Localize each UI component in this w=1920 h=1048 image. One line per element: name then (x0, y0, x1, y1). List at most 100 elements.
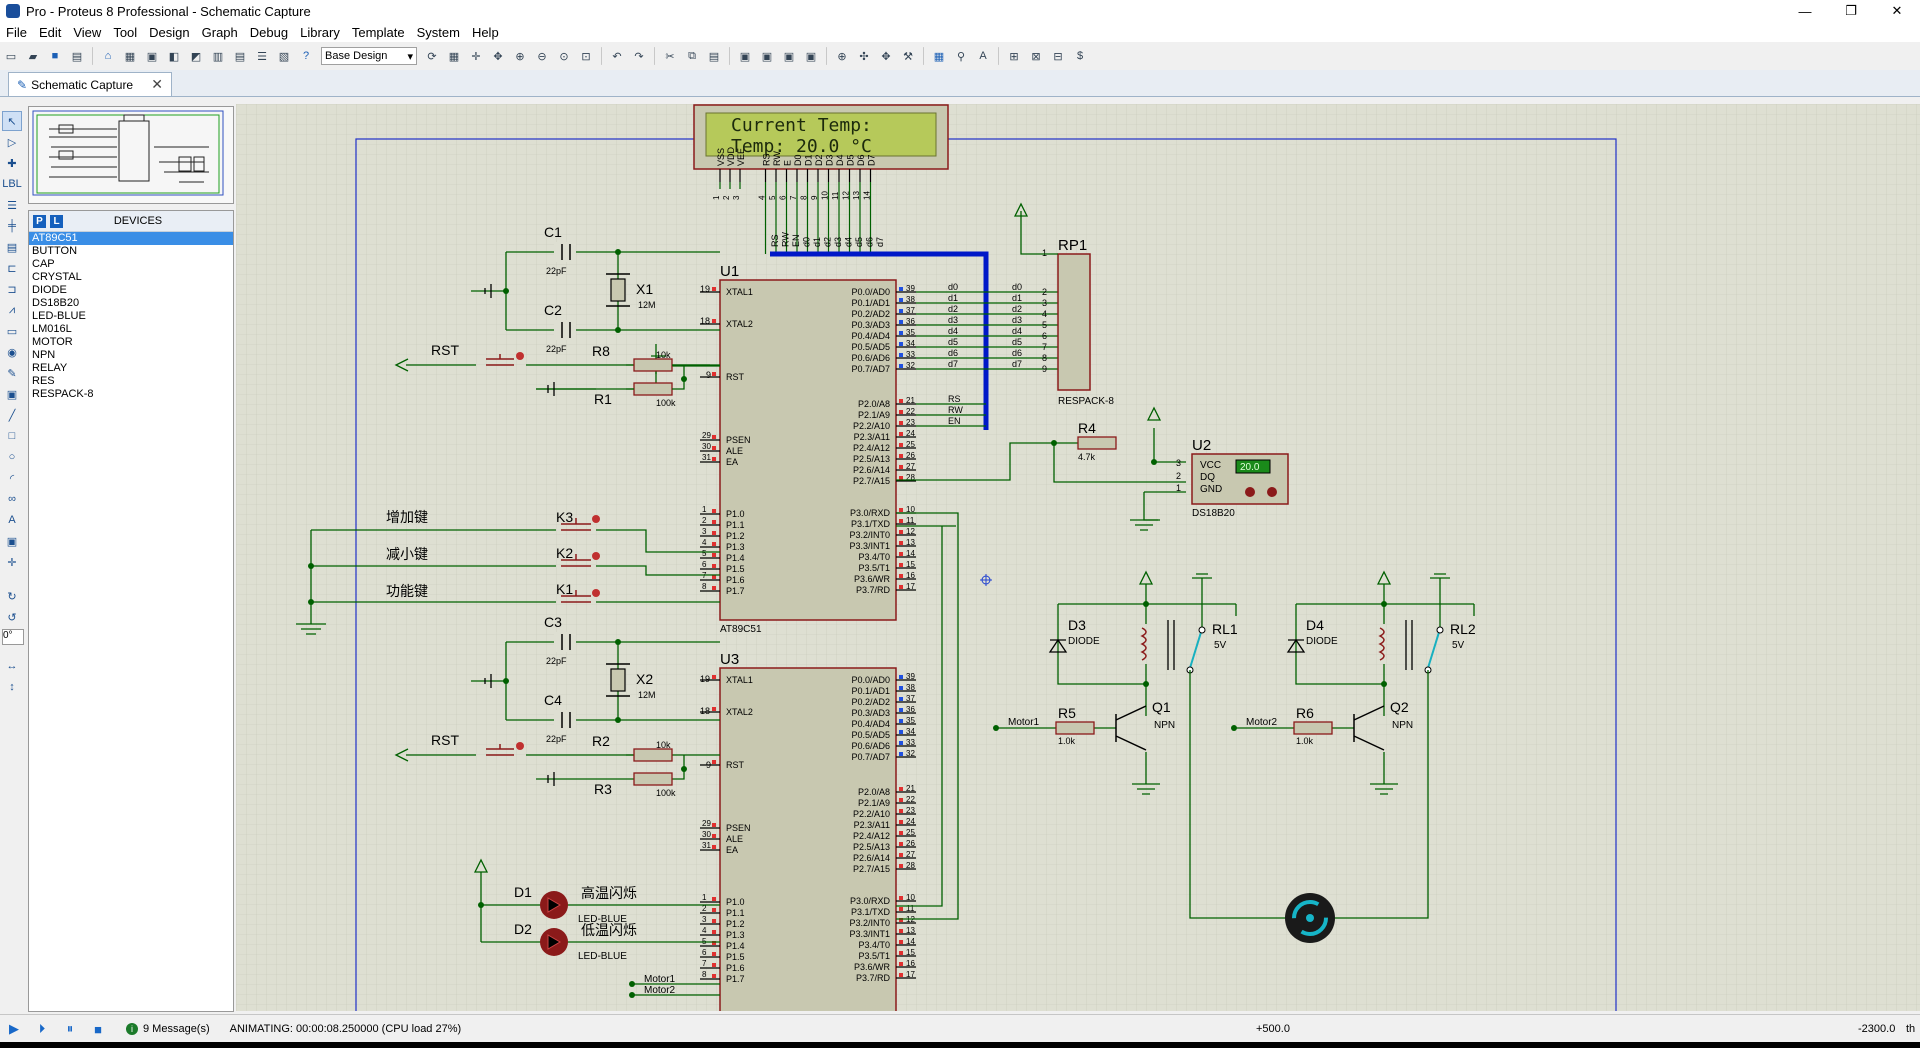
overview-window[interactable] (28, 106, 234, 204)
copy-icon[interactable]: ⧉ (688, 49, 696, 62)
source-icon[interactable]: ☰ (257, 50, 267, 63)
block-rotate-icon[interactable]: ▣ (783, 50, 795, 63)
bus-icon[interactable]: ╪ (8, 220, 16, 232)
device-list-item[interactable]: DS18B20 (32, 297, 80, 309)
menu-debug[interactable]: Debug (249, 24, 289, 40)
device-list-item[interactable]: AT89C51 (29, 232, 233, 245)
block-move-icon[interactable]: ▣ (761, 50, 773, 63)
notes-icon[interactable]: ▤ (234, 50, 246, 63)
symbol-icon[interactable]: ▣ (6, 535, 18, 548)
new-sheet-icon[interactable]: ⊞ (1009, 50, 1019, 63)
virtual-instruments-icon[interactable]: ▣ (6, 388, 18, 401)
menu-view[interactable]: View (73, 24, 102, 40)
undo-icon[interactable]: ↶ (612, 50, 622, 63)
block-delete-icon[interactable]: ▣ (805, 50, 817, 63)
menu-edit[interactable]: Edit (38, 24, 62, 40)
device-pins-icon[interactable]: ⊐ (7, 283, 17, 296)
menu-help[interactable]: Help (471, 24, 499, 40)
import-icon[interactable]: ▤ (71, 50, 83, 63)
line-icon[interactable]: ╱ (8, 409, 16, 422)
origin-icon[interactable]: ✛ (471, 50, 481, 63)
path-icon[interactable]: ∞ (8, 493, 16, 505)
device-list-item[interactable]: RES (32, 375, 55, 387)
dc-motor[interactable] (1189, 670, 1429, 943)
menu-library[interactable]: Library (300, 24, 340, 40)
selection-mode-icon[interactable]: ↖ (2, 111, 22, 131)
pcb-icon[interactable]: ▣ (146, 50, 158, 63)
pan-icon[interactable]: ✥ (493, 50, 503, 63)
library-manager-button[interactable]: L (50, 214, 63, 228)
stop-icon[interactable]: ■ (94, 1021, 102, 1037)
refresh-icon[interactable]: ⟳ (427, 50, 437, 63)
menu-system[interactable]: System (416, 24, 460, 40)
pause-icon[interactable]: ⏸ (66, 1021, 74, 1036)
3d-icon[interactable]: ◩ (190, 50, 202, 63)
lcd-lm016l[interactable]: Current Temp: Temp: 20.0 °C VSS1VDD2VEE3… (693, 104, 949, 254)
block-copy-icon[interactable]: ▣ (739, 50, 751, 63)
voltage-probe-icon[interactable]: ✎ (7, 367, 17, 380)
pick-devices-button[interactable]: P (33, 214, 46, 228)
close-button[interactable]: ✕ (1891, 3, 1903, 18)
component-mode-icon[interactable]: ▷ (7, 136, 17, 149)
u3-at89c51[interactable]: U3 XTAL1XTAL2RSTPSEN29ALE30EA31P1.01P1.1… (700, 651, 916, 1011)
menu-graph[interactable]: Graph (201, 24, 238, 40)
tab-schematic-capture[interactable]: ✎ Schematic Capture ✕ (8, 72, 172, 96)
schematic-drawing[interactable]: Current Temp: Temp: 20.0 °C VSS1VDD2VEE3… (236, 104, 1920, 1011)
open-folder-icon[interactable]: ▰ (28, 50, 38, 63)
device-list-item[interactable]: RESPACK-8 (32, 388, 94, 400)
schematic-icon[interactable]: ▦ (124, 50, 136, 63)
wire-autorouter-icon[interactable]: ▦ (933, 50, 945, 63)
gerber-icon[interactable]: ◧ (168, 50, 180, 63)
device-list-item[interactable]: NPN (32, 349, 56, 361)
play-icon[interactable]: ▶ (9, 1021, 19, 1036)
menu-file[interactable]: File (6, 24, 27, 40)
help-icon[interactable]: ? (302, 50, 310, 62)
circle-icon[interactable]: ○ (8, 451, 16, 463)
device-list-item[interactable]: LM016L (32, 323, 72, 335)
wire-label-icon[interactable]: LBL (2, 178, 22, 190)
bom-icon[interactable]: ▥ (212, 50, 224, 63)
remove-sheet-icon[interactable]: ⊠ (1031, 50, 1041, 63)
ds18b20-section[interactable]: R4 4.7k U2 DS18B20 VCC DQ GND 3 2 1 20.0 (896, 406, 1289, 531)
tape-recorder-icon[interactable]: ▭ (6, 325, 18, 338)
step-icon[interactable]: ⏵ (38, 1021, 46, 1036)
device-list-item[interactable]: BUTTON (32, 245, 78, 257)
device-list-item[interactable]: CRYSTAL (32, 271, 82, 283)
zoom-area-icon[interactable]: ⊡ (581, 50, 591, 63)
text-icon[interactable]: A (8, 514, 16, 526)
menu-tool[interactable]: Tool (113, 24, 138, 40)
u1-at89c51[interactable]: U1 AT89C51 XTAL1XTAL2RSTPSEN29ALE30EA31P… (700, 263, 916, 635)
marker-icon[interactable]: ✛ (7, 556, 17, 569)
menu-design[interactable]: Design (149, 24, 190, 40)
bill-of-materials-icon[interactable]: $ (1076, 50, 1084, 62)
device-list-item[interactable]: MOTOR (32, 336, 73, 348)
design-variant-select[interactable]: Base Design ▾ (321, 47, 417, 65)
device-list-item[interactable]: LED-BLUE (32, 310, 86, 322)
zoom-all-icon[interactable]: ⊙ (559, 50, 569, 63)
grid-icon[interactable]: ▦ (448, 50, 460, 63)
device-list-item[interactable]: CAP (32, 258, 55, 270)
device-list-item[interactable]: DIODE (32, 284, 67, 296)
arc-icon[interactable]: ◜ (9, 472, 15, 485)
box-icon[interactable]: □ (8, 430, 16, 442)
mirror-y-icon[interactable]: ↕ (9, 681, 15, 693)
zoom-out-icon[interactable]: ⊖ (537, 50, 547, 63)
design-explorer-icon[interactable]: ▧ (278, 50, 290, 63)
cut-icon[interactable]: ✂ (665, 50, 675, 63)
paste-icon[interactable]: ▤ (708, 50, 720, 63)
make-device-icon[interactable]: ✣ (859, 50, 869, 63)
decompose-icon[interactable]: ⚒ (903, 50, 913, 63)
pick-device-icon[interactable]: ⊕ (837, 50, 847, 63)
device-list-item[interactable]: RELAY (32, 362, 68, 374)
subcircuit-icon[interactable]: ▤ (6, 241, 18, 254)
rp1-respack[interactable]: RP1 RESPACK-8 (1013, 202, 1114, 407)
rotation-angle-field[interactable]: 0° (2, 629, 24, 645)
home-icon[interactable]: ⌂ (104, 50, 112, 62)
maximize-button[interactable]: ❐ (1845, 3, 1857, 18)
text-script-icon[interactable]: ☰ (7, 199, 17, 212)
property-assignment-icon[interactable]: A (979, 50, 987, 62)
menu-template[interactable]: Template (351, 24, 405, 40)
graph-icon[interactable]: ⩘ (8, 303, 16, 316)
exit-to-parent-icon[interactable]: ⊟ (1053, 50, 1063, 63)
